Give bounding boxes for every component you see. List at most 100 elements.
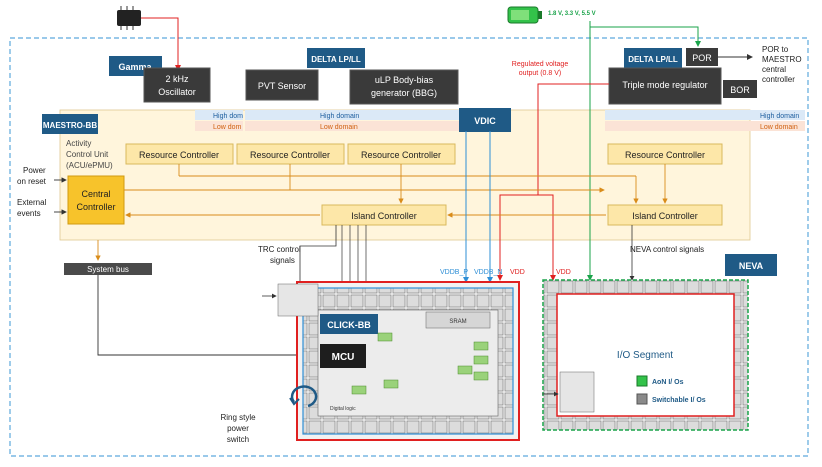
island-controller-1: Island Controller (321, 204, 447, 226)
low-domain-label-left: Low dom (213, 124, 242, 131)
acu-control-lines (95, 164, 668, 261)
delta-tag-right (624, 48, 682, 68)
vdd-left-label: VDD (510, 269, 525, 276)
click-tag-label: CLICK-BB (327, 320, 371, 330)
por-to-maestro-line2: MAESTRO (762, 55, 802, 64)
power-on-reset-line1: Power (23, 166, 46, 175)
island-controller-1-label: Island Controller (351, 211, 417, 221)
trc-signal-lines (341, 225, 367, 282)
bus-to-mcu (97, 275, 319, 358)
resource-controller-3-label: Resource Controller (361, 150, 441, 160)
resource-controller-4: Resource Controller (607, 143, 723, 165)
power-on-reset-line2: on reset (17, 177, 47, 186)
acu-label-line1: Activity (66, 139, 91, 148)
high-domain-band-left (195, 110, 243, 120)
low-domain-band-left (195, 121, 243, 131)
io-segment-label: I/O Segment (617, 350, 673, 361)
system-bus-label: System bus (87, 265, 129, 274)
neva-signals-label: NEVA control signals (630, 245, 704, 254)
high-domain-band-right (605, 110, 805, 120)
low-domain-band-right (605, 121, 805, 131)
bor-label: BOR (730, 85, 750, 95)
island-controller-2-label: Island Controller (632, 211, 698, 221)
switchable-io-legend-label: Switchable I/ Os (652, 397, 706, 404)
delta-tag-top (307, 48, 365, 68)
external-events-line2: events (17, 209, 41, 218)
delta-tag-top-label: DELTA LP/LL (311, 55, 361, 64)
pvt-sensor-label: PVT Sensor (258, 81, 306, 91)
pvt-sensor-block (245, 69, 319, 101)
vdic-tag (459, 108, 511, 132)
gamma-tag-label: Gamma (118, 62, 152, 72)
low-domain-band-mid (245, 121, 475, 131)
island-controller-2: Island Controller (607, 204, 723, 226)
acu-label-line3: (ACU/ePMU) (66, 161, 113, 170)
digital-logic-label: Digital logic (330, 406, 356, 412)
oscillator-label-line1: 2 kHz (165, 74, 189, 84)
high-domain-label-mid: High domain (320, 113, 359, 120)
supply-to-regulator (589, 21, 701, 47)
resource-controller-1-label: Resource Controller (139, 150, 219, 160)
supply-voltages-label: 1.8 V, 3.3 V, 5.5 V (548, 11, 596, 17)
bor-block (723, 80, 757, 98)
aon-io-legend-label: AoN I/ Os (652, 379, 684, 386)
chip-icon (117, 6, 141, 30)
resource-controller-2-label: Resource Controller (250, 150, 330, 160)
click-tag (320, 314, 378, 334)
trc-box (277, 283, 319, 317)
ring-switch-line1: Ring style (220, 413, 256, 422)
bbg-block (349, 69, 459, 105)
low-domain-label-right: Low domain (760, 124, 798, 131)
vdd-right-label: VDD (556, 269, 571, 276)
central-controller-block (67, 175, 125, 225)
ring-switch-line3: switch (227, 435, 249, 444)
trc-label-line1: TRC control (258, 245, 301, 254)
oscillator-block (143, 67, 211, 103)
ring-switch-arrowhead (289, 397, 300, 406)
central-controller-line1: Central (81, 189, 110, 199)
por-label: POR (692, 53, 712, 63)
vdic-tag-label: VDIC (474, 116, 496, 126)
external-events-line1: External (17, 198, 47, 207)
resource-controller-1: Resource Controller (125, 143, 234, 165)
system-bus-block (64, 263, 152, 275)
trc-label-line2: signals (270, 256, 295, 265)
switchable-io-legend-swatch (636, 393, 648, 405)
oscillator-label-line2: Oscillator (158, 87, 196, 97)
ring-switch-icon (290, 385, 318, 408)
bbg-label-line2: generator (BBG) (371, 88, 437, 98)
regulated-voltage-line1: Regulated voltage (512, 61, 569, 68)
por-to-maestro-line3: central (762, 65, 786, 74)
acu-label-line2: Control Unit (66, 150, 109, 159)
por-to-maestro-line4: controller (762, 75, 795, 84)
resource-controller-3: Resource Controller (347, 143, 456, 165)
por-block (686, 48, 718, 66)
high-domain-label-left: High dom (213, 113, 243, 120)
low-domain-label-mid: Low domain (320, 124, 358, 131)
regulator-label: Triple mode regulator (622, 80, 707, 90)
vddb-n-label: VDDB_N (474, 269, 502, 276)
maestro-tag (42, 114, 98, 134)
aon-io-legend-swatch (636, 375, 648, 387)
trc-line (299, 225, 337, 282)
high-domain-label-right: High domain (760, 113, 799, 120)
resource-controller-2: Resource Controller (236, 143, 345, 165)
maestro-tag-label: MAESTRO-BB (43, 121, 97, 130)
sram-label: SRAM (449, 319, 466, 325)
neva-tag-label: NEVA (739, 261, 764, 271)
regulated-voltage-line2: output (0.8 V) (519, 70, 561, 77)
mcu-block (320, 344, 366, 368)
high-domain-band-mid (245, 110, 475, 120)
vddb-p-label: VDDB_P (440, 269, 468, 276)
oscillator-input-arrow (141, 17, 181, 71)
regulated-to-io (538, 194, 556, 281)
bbg-label-line1: uLP Body-bias (375, 75, 434, 85)
por-to-maestro-line1: POR to (762, 45, 789, 54)
mcu-label: MCU (332, 352, 355, 363)
power-cells (351, 332, 489, 395)
resource-controller-4-label: Resource Controller (625, 150, 705, 160)
regulator-block (608, 67, 722, 105)
central-controller-line2: Controller (76, 202, 115, 212)
battery-icon (507, 6, 542, 24)
